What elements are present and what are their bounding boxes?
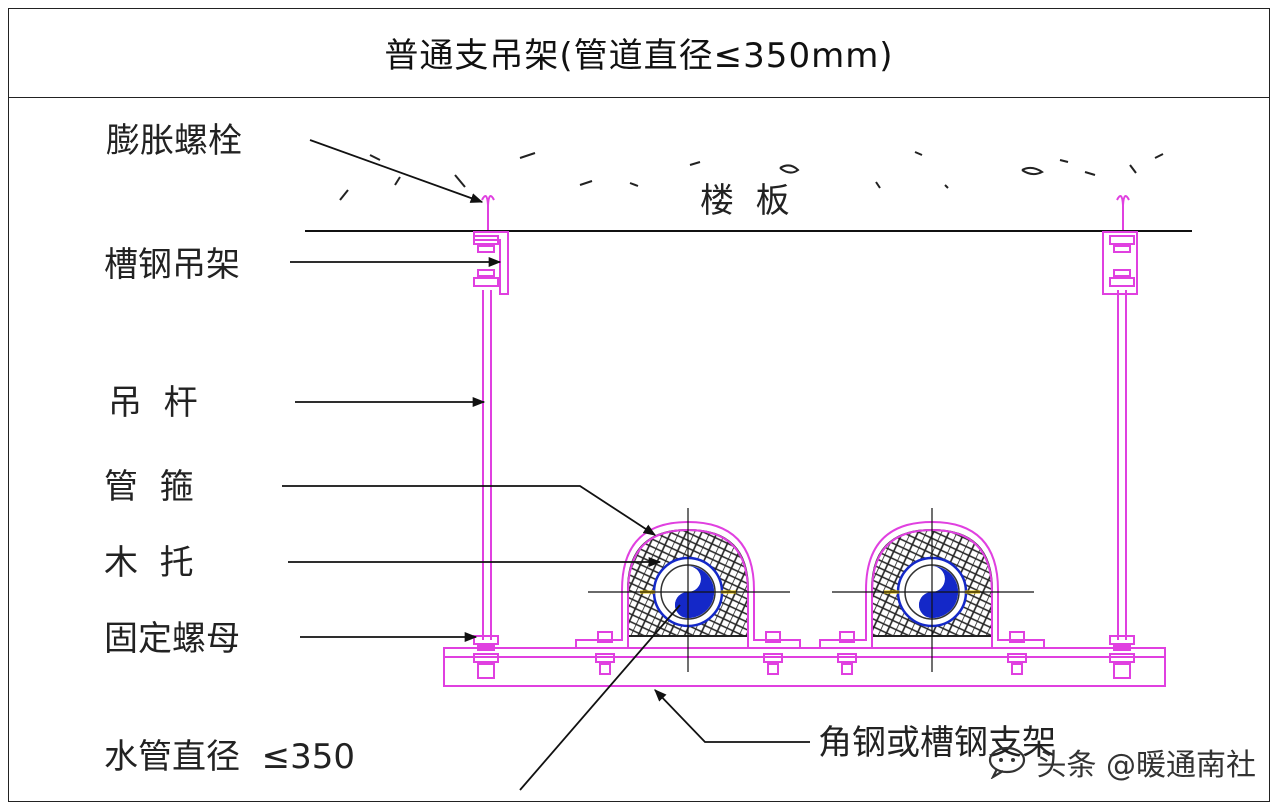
slab-aggregate-marks <box>339 151 1164 201</box>
label-pipe-diameter: 水管直径 ≤350 <box>104 737 355 777</box>
angle-steel-beam <box>443 647 1166 687</box>
label-pipe-clamp: 管 箍 <box>104 467 194 507</box>
right-pipe-saddle <box>819 508 1045 675</box>
leader-expansion-bolt <box>309 139 484 203</box>
diagram-frame <box>8 8 1270 802</box>
leader-pipe-diameter <box>519 604 681 791</box>
label-wood-support: 木 托 <box>104 543 194 583</box>
speech-bubble-icon <box>988 746 1026 779</box>
leader-angle-steel <box>654 689 810 743</box>
label-angle-steel: 角钢或槽钢支架 <box>818 723 1056 763</box>
floor-slab-label: 楼 板 <box>700 181 790 221</box>
left-pipe-saddle <box>575 508 801 675</box>
watermark: 头条 @暖通南社 <box>987 740 1256 784</box>
title-bar: 普通支吊架(管道直径≤350mm) <box>8 8 1270 98</box>
label-channel-hanger: 槽钢吊架 <box>104 245 240 285</box>
watermark-text: 头条 @暖通南社 <box>1036 748 1256 783</box>
label-fixing-nut: 固定螺母 <box>104 619 240 659</box>
left-hanger-assembly <box>473 195 509 679</box>
leader-pipe-clamp <box>282 485 657 536</box>
label-hanger-rod: 吊 杆 <box>108 383 198 423</box>
label-expansion-bolt: 膨胀螺栓 <box>106 121 242 161</box>
right-hanger-assembly <box>1102 195 1138 679</box>
diagram-title: 普通支吊架(管道直径≤350mm) <box>384 36 894 76</box>
